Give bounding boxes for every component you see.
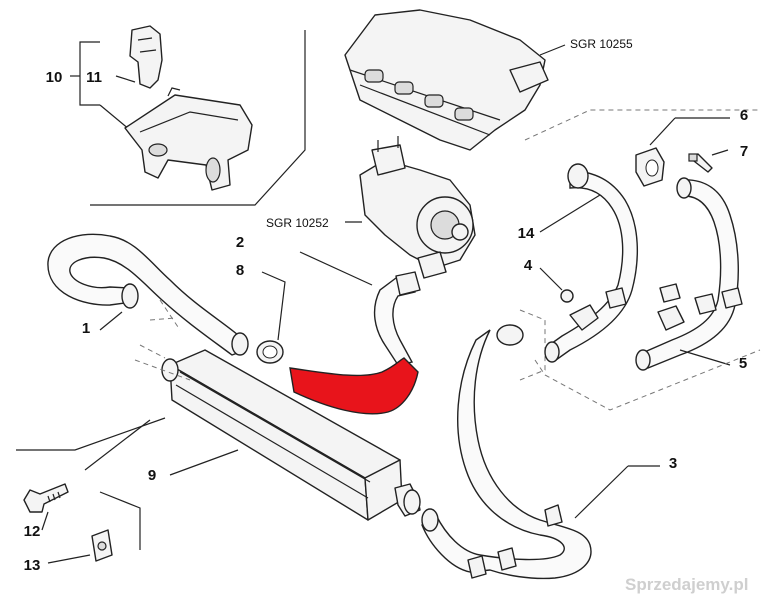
pipe-5 xyxy=(635,177,743,371)
intake-manifold xyxy=(344,9,566,151)
clamp-8 xyxy=(256,271,286,364)
hose-3 xyxy=(421,309,660,580)
nut-4 xyxy=(539,267,574,303)
label-13: 13 xyxy=(24,557,41,574)
label-2: 2 xyxy=(236,234,244,251)
label-1: 1 xyxy=(82,320,90,337)
intercooler xyxy=(134,349,421,521)
label-9: 9 xyxy=(148,467,156,484)
intercooler-hose-red xyxy=(289,357,419,415)
bolt-12 xyxy=(23,483,69,531)
label-6: 6 xyxy=(740,107,748,124)
label-3: 3 xyxy=(669,455,677,472)
hose-2-highlighted xyxy=(289,251,421,415)
hose-1 xyxy=(47,233,249,356)
label-14: 14 xyxy=(518,225,535,242)
bolt-7 xyxy=(688,149,729,173)
label-11: 11 xyxy=(86,69,102,86)
label-8: 8 xyxy=(236,262,244,279)
nut-13 xyxy=(47,529,113,564)
ref-turbo: SGR 10252 xyxy=(266,216,329,230)
label-7: 7 xyxy=(740,143,748,160)
ref-manifold: SGR 10255 xyxy=(570,37,633,51)
clamp-6 xyxy=(635,117,730,187)
label-4: 4 xyxy=(524,257,533,274)
watermark-text: Sprzedajemy.pl xyxy=(625,575,748,594)
bracket-assembly xyxy=(70,25,306,206)
label-12: 12 xyxy=(24,523,41,540)
pipe-14 xyxy=(539,163,639,363)
label-10: 10 xyxy=(46,69,63,86)
label-5: 5 xyxy=(739,355,747,372)
turbocharger xyxy=(345,136,476,279)
